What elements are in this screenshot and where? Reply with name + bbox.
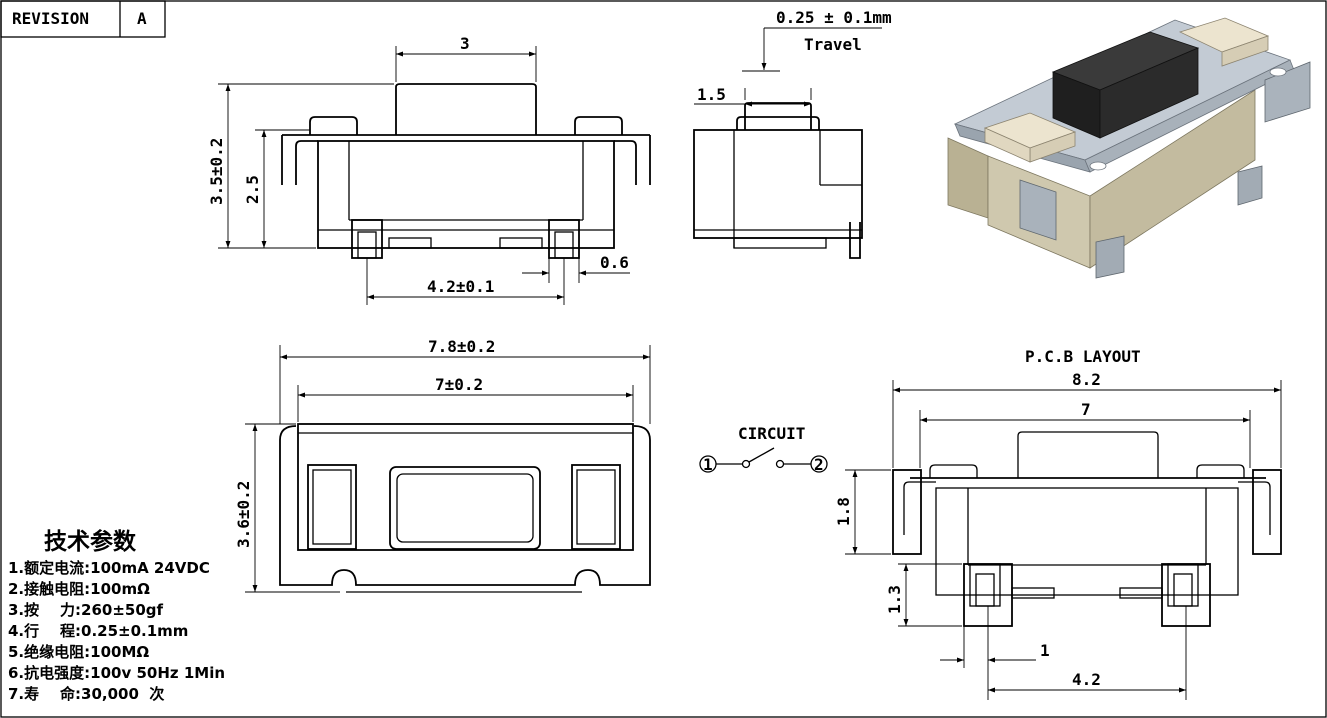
- pcb-dim-inner: 7: [1081, 400, 1091, 419]
- spec-item-7: 7.寿 命:30,000 次: [8, 685, 164, 703]
- circuit-label: CIRCUIT: [738, 424, 805, 443]
- spec-item-5: 5.绝缘电阻:100MΩ: [8, 643, 149, 661]
- spec-heading: 技术参数: [44, 528, 137, 555]
- travel-label: Travel: [804, 35, 862, 54]
- spec-item-2: 2.接触电阻:100mΩ: [8, 580, 150, 598]
- spec-item-1: 1.额定电流:100mA 24VDC: [8, 559, 210, 577]
- spec-list: 技术参数 1.额定电流:100mA 24VDC 2.接触电阻:100mΩ 3.按…: [8, 528, 225, 703]
- pcb-layout: P.C.B LAYOUT 8.2 7: [834, 347, 1282, 700]
- dim-terminal-width: 0.6: [600, 253, 629, 272]
- dim-actuator-depth: 1.5: [697, 85, 726, 104]
- dim-terminal-pitch: 4.2±0.1: [427, 277, 494, 296]
- dim-body-height: 2.5: [243, 175, 262, 204]
- dim-travel: 0.25 ± 0.1mm: [776, 8, 892, 27]
- pcb-dim-pitch: 4.2: [1072, 670, 1101, 689]
- spec-item-4: 4.行 程:0.25±0.1mm: [8, 622, 188, 640]
- pcb-layout-title: P.C.B LAYOUT: [1025, 347, 1141, 366]
- dim-total-height: 3.5±0.2: [207, 138, 226, 205]
- pcb-dim-pad-height: 1.8: [834, 497, 853, 526]
- bottom-view: 7.8±0.2 7±0.2 3.6±0.2: [234, 337, 651, 593]
- dim-length-outer: 7.8±0.2: [428, 337, 495, 356]
- revision-label: REVISION: [12, 9, 89, 28]
- dim-length-inner: 7±0.2: [435, 375, 483, 394]
- switch-3d-render: [947, 17, 1311, 279]
- pcb-dim-pad-offset: 1.3: [885, 585, 904, 614]
- revision-block: REVISION A: [0, 0, 166, 38]
- revision-value: A: [137, 9, 147, 28]
- pcb-dim-pad-width: 1: [1040, 641, 1050, 660]
- front-view: 3 3.5±0.2 2.5 4.2±0.1 0.6: [207, 34, 651, 305]
- circuit-pin-1: 1: [703, 455, 713, 474]
- pcb-dim-outer: 8.2: [1072, 370, 1101, 389]
- dim-width: 3.6±0.2: [234, 481, 253, 548]
- spec-item-3: 3.按 力:260±50gf: [8, 601, 164, 619]
- circuit-pin-2: 2: [814, 455, 824, 474]
- dim-actuator-width: 3: [460, 34, 470, 53]
- spec-item-6: 6.抗电强度:100v 50Hz 1Min: [8, 664, 225, 682]
- circuit-diagram: CIRCUIT 1 2: [699, 424, 828, 474]
- side-view: 1.5 0.25 ± 0.1mm Travel: [693, 8, 892, 259]
